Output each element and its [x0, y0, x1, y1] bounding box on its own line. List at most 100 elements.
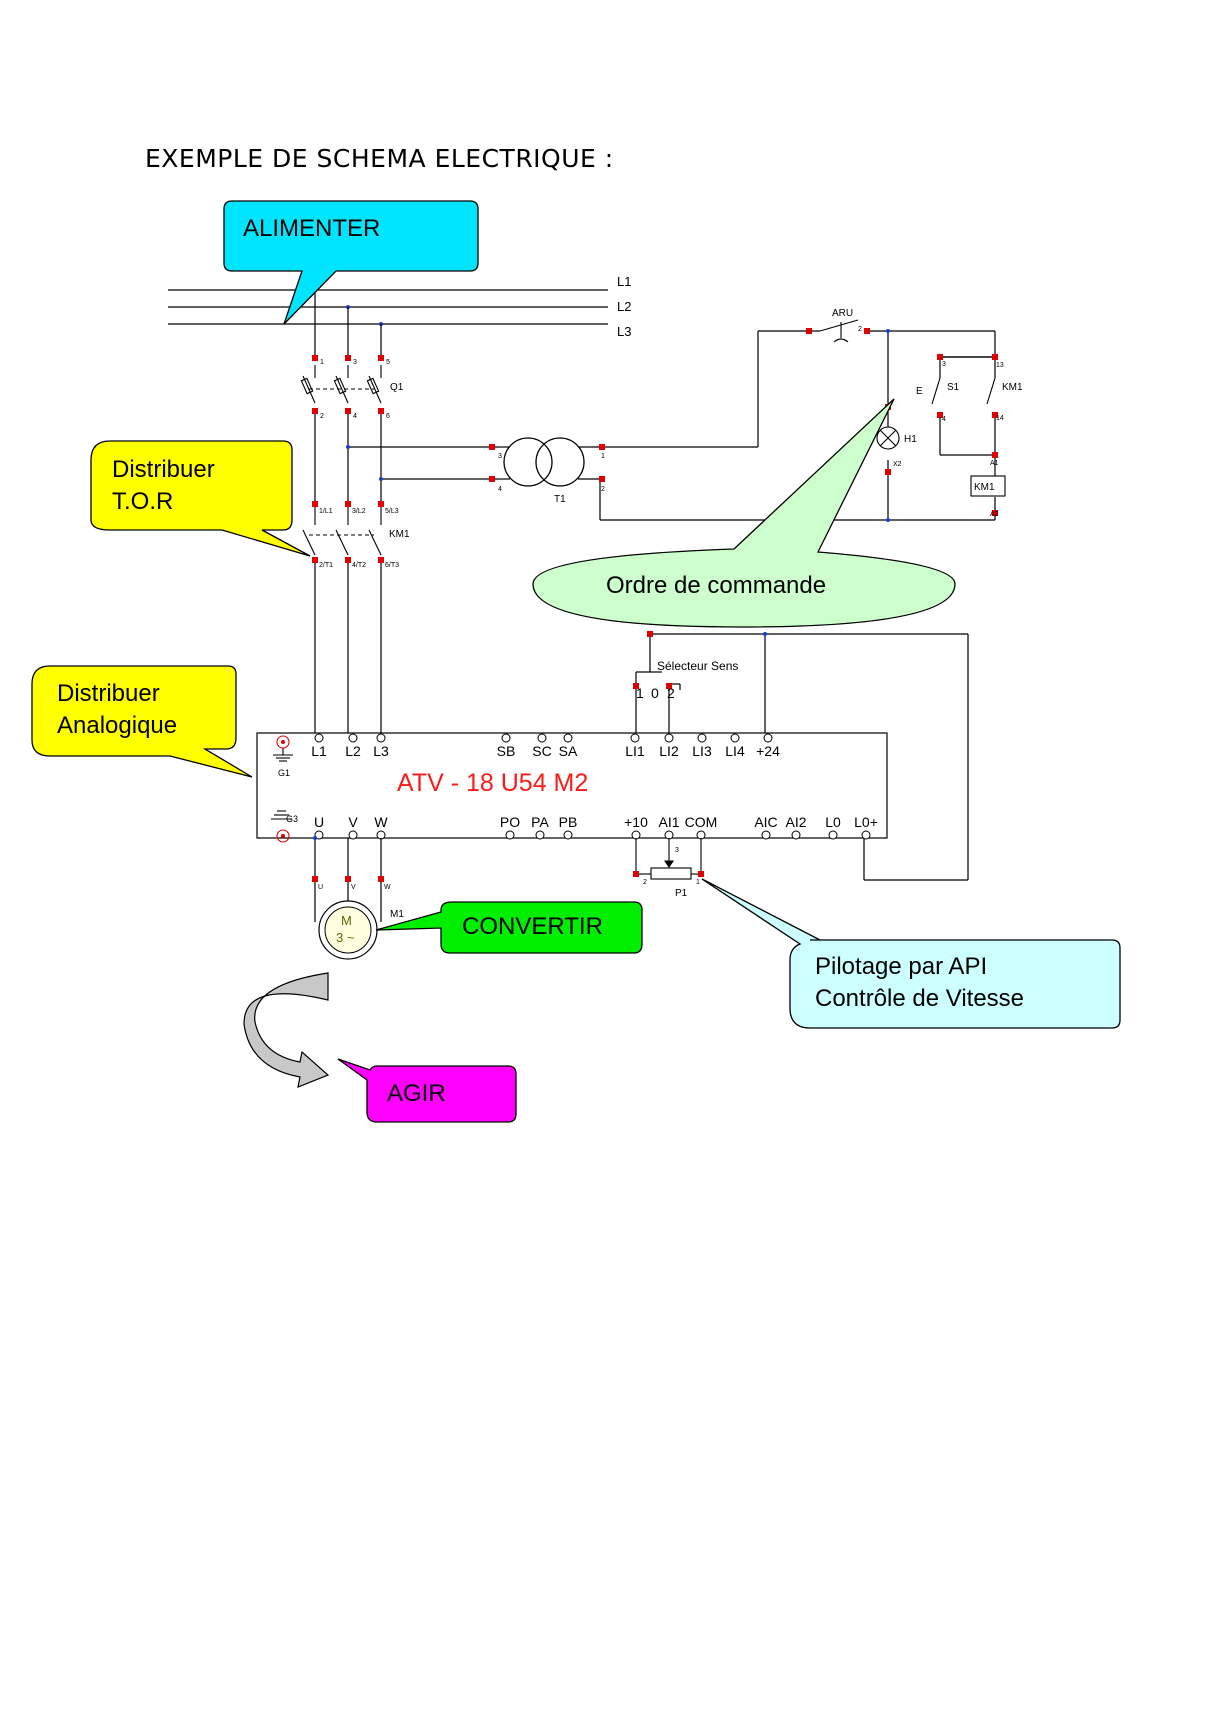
drive-top-terminal-label-5: SA [559, 743, 578, 759]
callout-ordre-commande: Ordre de commande [532, 398, 956, 628]
drive-bottom-terminal-0 [314, 830, 324, 840]
km1-pin-2t1: 2/T1 [319, 562, 333, 569]
drive-bottom-terminal-label-3: PO [500, 814, 520, 830]
drive-top-terminal-9 [730, 733, 740, 743]
selector-label: Sélecteur Sens [657, 659, 738, 673]
s1-pin-4: 4 [942, 416, 946, 423]
drive-top-terminal-4 [537, 733, 547, 743]
drive-top-terminal-1 [348, 733, 358, 743]
drive-top-terminal-3 [501, 733, 511, 743]
node-dot [313, 836, 317, 840]
callout-alimenter-text: ALIMENTER [243, 215, 380, 242]
atv-drive-box [256, 732, 888, 839]
drive-bottom-terminal-7 [664, 830, 674, 840]
km1-contact-label: KM1 [1002, 382, 1023, 393]
drive-top-terminal-label-0: L1 [311, 743, 327, 759]
q1-pin-4: 4 [353, 413, 357, 420]
q1-pin-6: 6 [386, 413, 390, 420]
callout-pilotage-api-line1: Pilotage par API [815, 953, 987, 980]
terminal [666, 683, 672, 689]
terminal [647, 631, 653, 637]
drive-top-terminal-label-1: L2 [345, 743, 361, 759]
km1-power-label: KM1 [389, 529, 410, 540]
drive-bottom-terminal-3 [505, 830, 515, 840]
drive-bottom-terminal-label-6: +10 [624, 814, 648, 830]
aru-emergency-stop [806, 319, 870, 343]
callout-convertir: CONVERTIR [375, 901, 643, 954]
terminal [633, 683, 639, 689]
motor-phase: 3 ~ [336, 930, 355, 945]
node-dot [379, 477, 383, 481]
atv-drive-label: ATV - 18 U54 M2 [397, 769, 588, 797]
drive-bottom-terminal-2 [376, 830, 386, 840]
s1-pin-3: 3 [942, 361, 946, 368]
km1-pin-5l3: 5/L3 [385, 508, 399, 515]
drive-bottom-terminal-label-8: COM [685, 814, 718, 830]
g3-label: G3 [286, 814, 298, 824]
drive-bottom-terminal-label-0: U [314, 814, 324, 830]
p1-pin-1: 1 [696, 879, 700, 886]
t1-pin-3: 3 [498, 453, 502, 460]
node-dot [886, 329, 890, 333]
bus-label-l1: L1 [617, 274, 631, 289]
selector-pos-1: 1 [636, 685, 644, 701]
km1-pin-6t3: 6/T3 [385, 562, 399, 569]
callout-distribuer-tor: Distribuer T.O.R [90, 440, 311, 557]
drive-bottom-terminal-label-10: AI2 [785, 814, 806, 830]
t1-pin-2: 2 [601, 486, 605, 493]
drive-top-terminal-label-3: SB [497, 743, 516, 759]
q1-fuse-switch [300, 365, 382, 404]
drive-top-terminal-10 [763, 733, 773, 743]
h1-label: H1 [904, 434, 917, 445]
drive-bottom-terminal-10 [791, 830, 801, 840]
drive-top-terminal-label-4: SC [532, 743, 551, 759]
s1-and-km1-contacts [931, 354, 998, 418]
potentiometer-p1 [633, 838, 704, 880]
s1-e-label: E [916, 386, 923, 397]
drive-bottom-terminal-label-7: AI1 [658, 814, 679, 830]
drive-bottom-terminal-label-12: L0+ [854, 814, 878, 830]
callout-pilotage-api-line2: Contrôle de Vitesse [815, 985, 1024, 1012]
g1-label: G1 [278, 768, 290, 778]
bus-label-l3: L3 [617, 324, 631, 339]
km1-pin-4t2: 4/T2 [352, 562, 366, 569]
q1-pin-2: 2 [320, 413, 324, 420]
transformer-wiring [348, 330, 995, 521]
t1-pin-1: 1 [601, 453, 605, 460]
drive-bottom-terminal-label-2: W [374, 814, 388, 830]
q1-pin-1: 1 [320, 359, 324, 366]
p1-label: P1 [675, 888, 688, 899]
drive-bottom-terminal-9 [761, 830, 771, 840]
drive-bottom-terminal-6 [631, 830, 641, 840]
km1-coil-label: KM1 [974, 482, 995, 493]
drive-top-terminal-label-7: LI2 [659, 743, 679, 759]
drive-bottom-terminal-4 [535, 830, 545, 840]
t1-pin-4: 4 [498, 486, 502, 493]
s1-label: S1 [947, 382, 960, 393]
drive-bottom-terminal-1 [348, 830, 358, 840]
selector-pos-0: 0 [651, 685, 659, 701]
callout-agir: AGIR [337, 1058, 517, 1123]
callout-distribuer-analogique-line2: Analogique [57, 712, 177, 739]
node-dot [763, 632, 767, 636]
callout-agir-text: AGIR [387, 1080, 446, 1107]
power-bus [168, 289, 608, 325]
drive-top-terminal-label-10: +24 [756, 743, 780, 759]
p1-pin-3: 3 [675, 847, 679, 854]
drive-top-terminal-2 [376, 733, 386, 743]
motor-m1-icon [318, 900, 378, 960]
motor-m: M [341, 913, 352, 928]
aru-pin-2: 2 [858, 326, 862, 333]
control-wiring [808, 330, 996, 520]
t1-label: T1 [554, 494, 566, 505]
drive-top-terminal-label-8: LI3 [692, 743, 712, 759]
km1-contact-pin-14: 14 [996, 415, 1004, 422]
drive-top-terminal-7 [664, 733, 674, 743]
callout-alimenter: ALIMENTER [223, 200, 479, 325]
drive-bottom-terminal-label-9: AIC [754, 814, 777, 830]
drive-top-terminal-6 [630, 733, 640, 743]
drive-bottom-terminal-label-1: V [348, 814, 358, 830]
q1-pin-5: 5 [386, 359, 390, 366]
